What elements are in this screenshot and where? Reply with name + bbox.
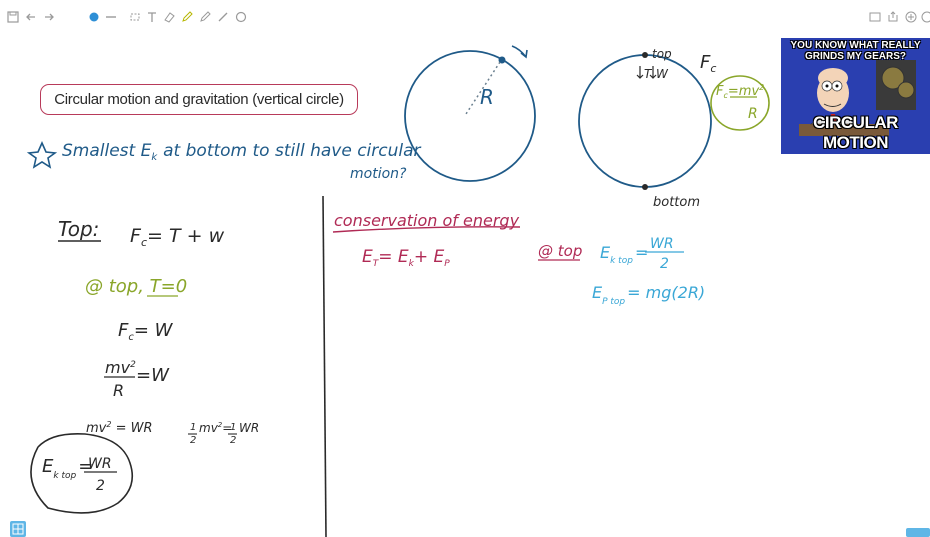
meme-bottom-text: CIRCULAR MOTION	[813, 113, 898, 152]
page-add-button[interactable]	[10, 521, 26, 537]
text-icon[interactable]	[143, 8, 161, 26]
bottom-dot	[642, 184, 648, 190]
eraser-icon[interactable]	[160, 8, 178, 26]
ektop-den: 2	[660, 256, 669, 272]
shape-icon[interactable]	[232, 8, 250, 26]
velocity-arrow-icon	[511, 45, 528, 59]
ek-top-num: WR	[88, 456, 112, 472]
column-divider	[322, 195, 327, 537]
ektop-label: Ek top=	[600, 243, 648, 266]
undo-icon[interactable]	[22, 8, 40, 26]
top-equation: Fc= T + w	[130, 225, 225, 249]
meme-illustration	[781, 38, 930, 154]
at-top-t0: @ top, T=0	[85, 276, 187, 297]
half-wr: WR	[239, 421, 259, 435]
eptop-label: EP top= mg(2R)	[592, 283, 705, 307]
tension-label: T	[644, 67, 653, 81]
star-icon	[26, 141, 58, 169]
pen-icon[interactable]	[196, 8, 214, 26]
at-top-label: @ top	[538, 242, 582, 260]
eq-mv2-den: R	[113, 381, 124, 400]
bottom-label: bottom	[653, 195, 700, 210]
grid-icon	[12, 523, 24, 535]
ek-top-bubble	[30, 432, 134, 514]
fc-bubble	[710, 75, 770, 131]
lasso-icon[interactable]	[126, 8, 144, 26]
more-icon[interactable]	[918, 8, 930, 26]
eq-mv2-wr: mv2 = WR	[86, 420, 153, 436]
add-icon[interactable]	[902, 8, 920, 26]
top-dot	[642, 52, 648, 58]
top-label: top	[652, 47, 672, 61]
weight-arrow-icon	[649, 66, 657, 79]
toolbar	[0, 0, 930, 38]
redo-icon[interactable]	[40, 8, 58, 26]
ek-top-den: 2	[96, 478, 105, 494]
half-den-1: 2	[190, 435, 196, 446]
half-den-2: 2	[230, 435, 236, 446]
export-icon[interactable]	[884, 8, 902, 26]
eq-equals-w: =W	[136, 365, 170, 386]
eq-mv2-num: mv2	[105, 358, 136, 377]
radius-label: R	[480, 85, 494, 109]
top-heading: Top:	[58, 217, 99, 241]
tension-arrow-icon	[636, 66, 644, 79]
half-num-2: 1	[230, 422, 236, 433]
et-equation: ET= Ek+ EP	[362, 247, 450, 269]
fc-bubble-text: Fc=mv2	[716, 83, 764, 100]
line-width-icon[interactable]	[102, 8, 120, 26]
prompt-line2: motion?	[350, 166, 407, 182]
fit-page-icon[interactable]	[866, 8, 884, 26]
page-nav-button[interactable]	[906, 528, 930, 537]
weight-label: W	[656, 67, 669, 81]
mass-dot-1	[498, 56, 506, 64]
pencil-icon[interactable]	[178, 8, 196, 26]
title-box: Circular motion and gravitation (vertica…	[40, 84, 358, 115]
highlighter-icon[interactable]	[214, 8, 232, 26]
fc-label: Fc	[700, 52, 716, 75]
half-num-1: 1	[190, 422, 196, 433]
circle-diagram-1	[404, 50, 536, 182]
radius-line	[465, 61, 501, 115]
half-mv2: mv2=	[199, 421, 232, 435]
color-dot-icon[interactable]	[85, 8, 103, 26]
eq-fc-w: Fc= W	[118, 320, 174, 343]
ektop-num: WR	[650, 236, 674, 252]
conservation-underline	[332, 226, 521, 233]
save-icon[interactable]	[4, 8, 22, 26]
fc-bubble-den: R	[748, 106, 758, 122]
conservation-heading: conservation of energy	[334, 211, 520, 230]
ek-top-label: Ek top=	[42, 456, 93, 481]
